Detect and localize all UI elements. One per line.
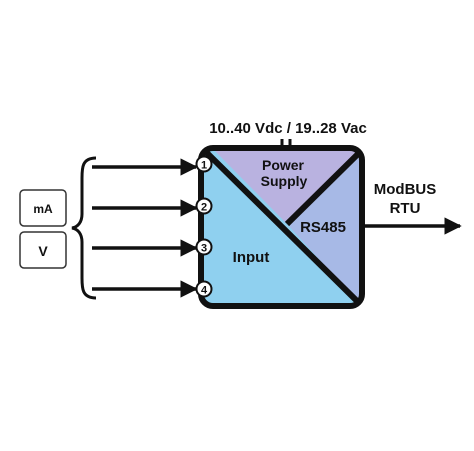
- signal-type-ma-label: mA: [33, 202, 53, 216]
- device-body: [201, 148, 362, 306]
- signal-type-v-label: V: [38, 243, 48, 259]
- output-protocol-label-line2: RTU: [390, 200, 421, 217]
- input-arrows: [92, 158, 198, 298]
- signal-type-ma-box: [19, 189, 67, 227]
- terminal-1-circle: [195, 155, 213, 173]
- terminal-2-label: 2: [201, 202, 207, 214]
- terminal-4-circle: [195, 280, 213, 298]
- terminal-4-label: 4: [201, 285, 208, 297]
- terminal-1: 1: [195, 155, 213, 173]
- power-supply-label-line1: Power: [262, 157, 305, 173]
- signal-type-v-box: [19, 231, 67, 269]
- terminal-2: 2: [195, 197, 213, 215]
- power-supply-block: [212, 148, 362, 224]
- power-supply-label-line2: Supply: [261, 173, 308, 189]
- divider-diagonal-main: [203, 149, 362, 306]
- terminal-3-label: 3: [201, 243, 207, 255]
- input-group-brace: [71, 156, 97, 300]
- rs485-label: RS485: [300, 219, 346, 236]
- signal-type-v: V: [19, 231, 67, 269]
- terminal-3: 3: [195, 238, 213, 256]
- input-label: Input: [233, 249, 270, 266]
- terminal-2-circle: [195, 197, 213, 215]
- terminal-1-label: 1: [201, 160, 207, 172]
- terminal-4: 4: [195, 280, 213, 298]
- output-protocol-label-line1: ModBUS: [374, 181, 437, 198]
- supply-voltage-label: 10..40 Vdc / 19..28 Vac: [209, 120, 367, 137]
- terminal-3-circle: [195, 238, 213, 256]
- signal-type-ma: mA: [19, 189, 67, 227]
- rs485-block: [287, 148, 362, 306]
- divider-diagonal-secondary: [284, 148, 362, 227]
